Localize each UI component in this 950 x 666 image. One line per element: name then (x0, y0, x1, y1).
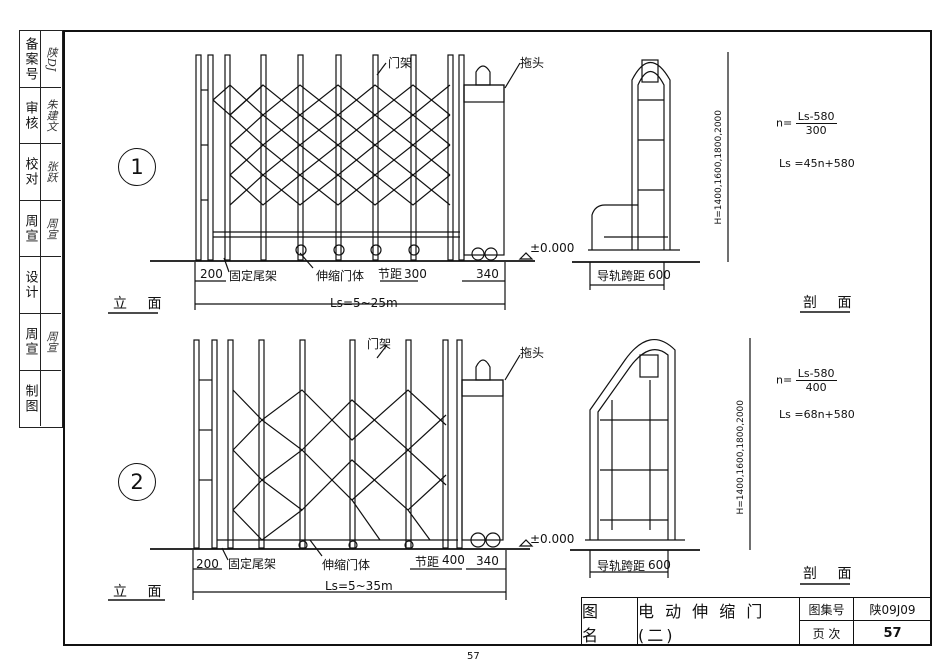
pitch-label-2: 节距 (415, 555, 440, 569)
title-block: 图 名 电 动 伸 缩 门 (二) 图集号 陕09J09 页 次 57 (581, 597, 932, 646)
ls-range-2: Ls=5~35m (325, 579, 393, 593)
dim-400-2: 400 (442, 553, 465, 567)
formula-prefix: n= (776, 116, 793, 130)
pitch-label-1: 节距 (378, 267, 403, 281)
elevation-label-2: 立 面 (113, 584, 170, 600)
denominator: 400 (805, 381, 827, 394)
tow-head-label-2: 拖头 (520, 346, 545, 360)
sidebar-key: 设计 (20, 257, 41, 313)
gate2-elevation (150, 339, 530, 600)
numerator: Ls-580 (795, 110, 837, 124)
atlas-no-label: 图集号 (800, 598, 854, 621)
sidebar-cell: 周宣周宣 (20, 314, 61, 371)
dim-600-2: 600 (648, 558, 671, 572)
dim-340-2: 340 (476, 554, 499, 568)
signature-column: 备案号陕DJ 审核朱建文 校对张跃 周宣周宣 设计 周宣周宣 制图 (19, 30, 63, 428)
rail-span-label-1: 导轨跨距 (597, 269, 646, 283)
tow-head-label-1: 拖头 (520, 56, 545, 70)
section-label-1: 剖 面 (803, 295, 860, 311)
rail-span-label-2: 导轨跨距 (597, 559, 646, 573)
atlas-no: 陕09J09 (854, 598, 931, 621)
page-no-label: 页 次 (800, 621, 854, 645)
sidebar-cell: 备案号陕DJ (20, 31, 61, 88)
gate1-elevation (150, 54, 535, 310)
section-label-2: 剖 面 (803, 566, 860, 582)
dim-300-1: 300 (404, 267, 427, 281)
level-label-2: ±0.000 (530, 532, 575, 546)
sidebar-cell: 周宣周宣 (20, 201, 61, 257)
formula-prefix: n= (776, 373, 793, 387)
fixed-tail-label-1: 固定尾架 (229, 269, 278, 283)
detail-number-2: 2 (118, 463, 156, 501)
denominator: 300 (805, 124, 827, 137)
level-label-1: ±0.000 (530, 241, 575, 255)
sidebar-key: 制图 (20, 371, 41, 426)
dim-600-1: 600 (648, 268, 671, 282)
sidebar-signature: 张跃 (45, 161, 58, 183)
fixed-tail-label-2: 固定尾架 (228, 557, 277, 571)
drawing-title: 电 动 伸 缩 门 (二) (638, 598, 800, 645)
drawing-frame (63, 30, 932, 646)
sidebar-cell: 校对张跃 (20, 144, 61, 201)
formula-ls-2: Ls =68n+580 (779, 408, 855, 421)
gate1-section (572, 52, 729, 290)
title-name-label: 图 名 (582, 598, 638, 645)
telescopic-body-label-1: 伸缩门体 (316, 269, 365, 283)
sidebar-signature: 周宣 (45, 331, 58, 353)
dim-200-1: 200 (200, 267, 223, 281)
sidebar-signature: 陕DJ (45, 46, 58, 72)
telescopic-body-label-2: 伸缩门体 (322, 558, 371, 572)
sidebar-key: 审核 (20, 88, 41, 143)
gate-frame-label-2: 门架 (367, 337, 392, 351)
formula-ls-1: Ls =45n+580 (779, 157, 855, 170)
footer-page-number: 57 (467, 651, 480, 662)
sidebar-key: 周宣 (20, 201, 41, 256)
numerator: Ls-580 (795, 367, 837, 381)
ls-range-1: Ls=5~25m (330, 296, 398, 310)
height-dim-2: H=1400,1600,1800,2000 (736, 400, 746, 515)
sidebar-key: 周宣 (20, 314, 41, 370)
sidebar-signature: 朱建文 (45, 99, 58, 132)
height-dim-1: H=1400,1600,1800,2000 (714, 110, 724, 225)
gate-frame-label-1: 门架 (388, 56, 413, 70)
sidebar-cell: 审核朱建文 (20, 88, 61, 144)
dim-340-1: 340 (476, 267, 499, 281)
sidebar-key: 校对 (20, 144, 41, 200)
sidebar-signature: 周宣 (45, 217, 58, 240)
sidebar-cell: 设计 (20, 257, 61, 314)
dim-200-2: 200 (196, 557, 219, 571)
gate2-section (570, 338, 751, 578)
sidebar-key: 备案号 (20, 31, 41, 87)
page-no: 57 (883, 625, 902, 641)
elevation-label-1: 立 面 (113, 296, 170, 312)
detail-number-1: 1 (118, 148, 156, 186)
sidebar-cell: 制图 (20, 371, 61, 426)
